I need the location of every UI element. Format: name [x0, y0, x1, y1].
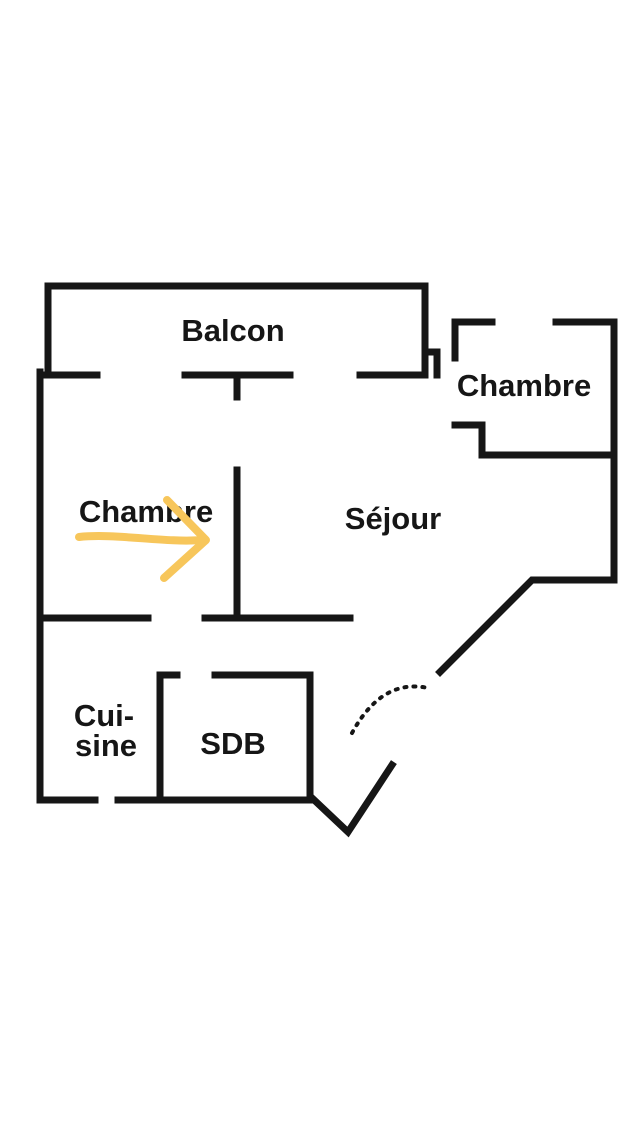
room-label-cuisine-line2: sine	[75, 728, 137, 763]
interior-walls	[36, 466, 354, 622]
room-labels: Balcon Chambre Chambre Séjour Cui- sine …	[74, 313, 591, 763]
walls	[36, 282, 618, 838]
outer-top-walls	[36, 371, 429, 401]
bedroom-north-walls	[451, 318, 618, 584]
door-swing-arc	[350, 684, 430, 735]
room-label-chambre-nord: Chambre	[457, 368, 591, 403]
room-label-balcon: Balcon	[181, 313, 284, 348]
bathroom-kitchen-walls	[156, 671, 314, 804]
arrow-shaft	[75, 532, 206, 545]
room-label-cuisine-line1: Cui-	[74, 698, 134, 733]
outer-left-and-bottom-walls	[36, 368, 316, 804]
arrow-head	[160, 496, 210, 582]
entrance-walls	[307, 576, 618, 838]
direction-arrow	[75, 496, 210, 582]
room-label-sejour: Séjour	[345, 501, 441, 536]
balcony-walls	[44, 282, 441, 379]
room-label-sdb: SDB	[200, 726, 265, 761]
